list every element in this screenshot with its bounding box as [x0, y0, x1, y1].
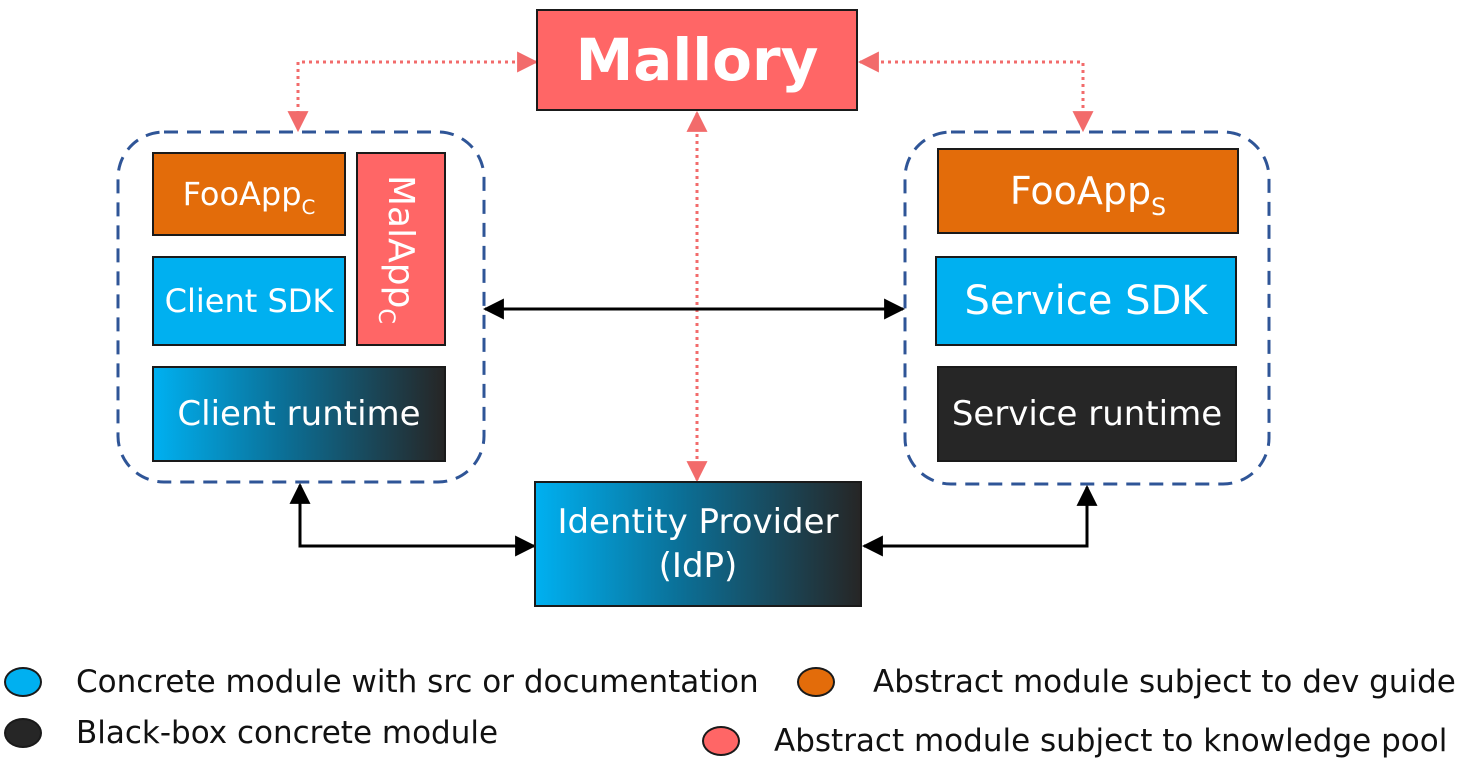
mallory-node: Mallory: [536, 9, 858, 111]
fooapp-client-node: FooAppC: [152, 152, 346, 236]
legend-label-black-box: Black-box concrete module: [76, 715, 499, 751]
legend-item-knowledge-pool: Abstract module subject to knowledge poo…: [702, 723, 1447, 759]
legend-item-black-box: Black-box concrete module: [4, 715, 498, 751]
client-group-outline: [116, 130, 486, 484]
service-sdk-node: Service SDK: [935, 256, 1237, 346]
legend-swatch-concrete: [4, 667, 42, 697]
legend-label-knowledge-pool: Abstract module subject to knowledge poo…: [774, 723, 1448, 759]
client-idp-arrow: [289, 482, 537, 557]
mallory-to-client-arrow: [287, 51, 539, 133]
client-sdk-label: Client SDK: [164, 282, 334, 320]
service-sdk-label: Service SDK: [964, 278, 1208, 324]
client-runtime-node: Client runtime: [152, 366, 446, 462]
legend-item-abstract-dev-guide: Abstract module subject to dev guide: [797, 664, 1456, 700]
legend-item-concrete: Concrete module with src or documentatio…: [4, 664, 759, 700]
idp-label-line2: (IdP): [658, 546, 738, 586]
legend-swatch-black-box: [4, 718, 42, 748]
malapp-client-label: MalAppC: [373, 174, 422, 324]
mallory-label: Mallory: [575, 26, 819, 94]
fooapp-service-label: FooAppS: [1009, 169, 1167, 221]
service-runtime-node: Service runtime: [937, 366, 1237, 462]
legend-swatch-abstract-dev-guide: [797, 667, 835, 697]
legend-label-abstract-dev-guide: Abstract module subject to dev guide: [873, 664, 1456, 700]
service-idp-arrow: [861, 484, 1098, 557]
idp-label-line1: Identity Provider: [557, 501, 839, 542]
malapp-client-node: MalAppC: [356, 152, 446, 346]
fooapp-service-node: FooAppS: [937, 148, 1239, 234]
client-runtime-label: Client runtime: [177, 394, 421, 434]
client-sdk-node: Client SDK: [152, 256, 346, 346]
fooapp-client-label: FooAppC: [182, 175, 316, 219]
legend-swatch-knowledge-pool: [702, 726, 740, 756]
mallory-to-service-arrow: [857, 51, 1094, 133]
legend-label-concrete: Concrete module with src or documentatio…: [76, 664, 759, 700]
service-runtime-label: Service runtime: [951, 394, 1223, 434]
identity-provider-node: Identity Provider (IdP): [534, 481, 862, 607]
